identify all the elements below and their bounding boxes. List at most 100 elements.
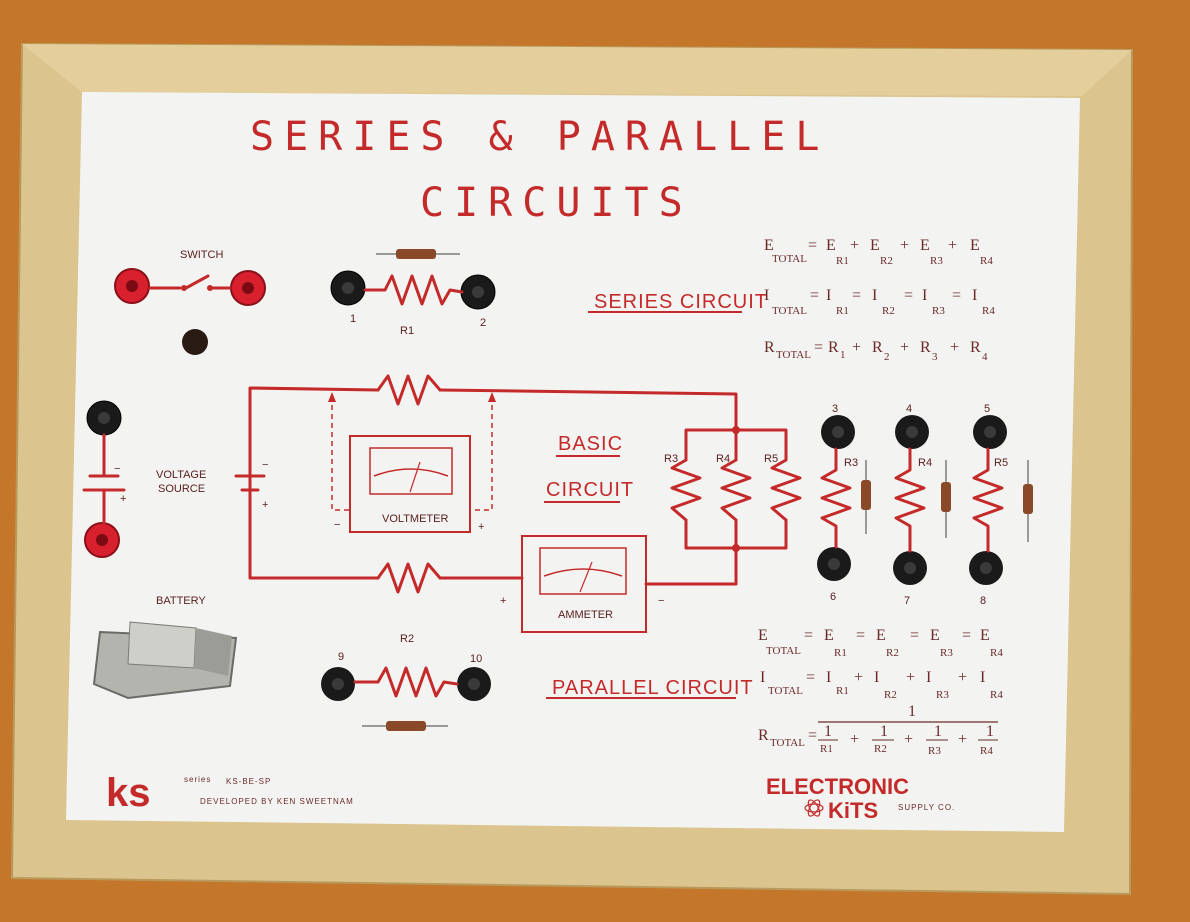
frame-top: [22, 44, 1132, 96]
svg-text:E: E: [764, 237, 774, 254]
svg-text:I: I: [826, 287, 831, 304]
svg-text:R3: R3: [930, 255, 943, 267]
switch-label: SWITCH: [180, 249, 223, 261]
series-circuit-label: SERIES CIRCUIT: [594, 291, 768, 313]
svg-text:R1: R1: [836, 255, 849, 267]
svg-text:+: +: [900, 339, 909, 356]
terminal-r5-label: R5: [994, 457, 1008, 469]
basic-resistor-top: [376, 374, 442, 406]
svg-text:TOTAL: TOTAL: [772, 253, 807, 265]
terminal-7-label: 7: [904, 595, 910, 607]
svg-text:R: R: [828, 339, 839, 356]
svg-text:=: =: [856, 627, 865, 644]
r2-component-resistor: [362, 721, 448, 731]
terminal-r5-symbol: [972, 447, 1004, 553]
svg-text:=: =: [810, 287, 819, 304]
switch-terminal-left[interactable]: [114, 268, 150, 304]
parallel-r3-label: R3: [664, 453, 678, 465]
svg-text:R2: R2: [880, 255, 893, 267]
svg-text:R: R: [758, 727, 769, 744]
electronic-logo: ELECTRONIC: [766, 774, 909, 799]
basic-circuit-wiring: [248, 386, 738, 586]
voltmeter: [349, 435, 471, 533]
terminal-1-label: 1: [350, 313, 356, 325]
svg-text:R1: R1: [836, 305, 849, 317]
component-resistor-r5: [1023, 460, 1033, 542]
ammeter-label: AMMETER: [558, 609, 613, 621]
r1-label: R1: [400, 325, 414, 337]
terminal-5-label: 5: [984, 403, 990, 415]
voltage-source-terminal-red[interactable]: [84, 522, 120, 558]
r1-component-resistor: [376, 249, 460, 259]
svg-text:=: =: [808, 237, 817, 254]
svg-text:=: =: [808, 727, 817, 744]
switch-symbol: [148, 274, 232, 290]
terminal-3-label: 3: [832, 403, 838, 415]
svg-text:R1: R1: [820, 743, 833, 755]
svg-text:E: E: [824, 627, 834, 644]
svg-text:=: =: [814, 339, 823, 356]
parallel-r4-symbol: [720, 458, 752, 522]
terminal-7[interactable]: [893, 551, 927, 585]
voltmeter-plus: +: [478, 521, 484, 533]
parallel-r3-symbol: [670, 458, 702, 522]
title-line-1: SERIES & PARALLEL: [250, 114, 829, 160]
basic-resistor-bottom: [376, 562, 442, 594]
svg-text:1: 1: [880, 723, 888, 740]
terminal-10-label: 10: [470, 653, 482, 665]
svg-text:I: I: [764, 287, 769, 304]
svg-text:E: E: [920, 237, 930, 254]
terminal-8[interactable]: [969, 551, 1003, 585]
atom-icon: [804, 799, 824, 817]
terminal-2[interactable]: [460, 274, 496, 310]
terminal-2-label: 2: [480, 317, 486, 329]
basic-label: BASIC: [558, 433, 623, 455]
white-panel: [66, 92, 1080, 832]
ks-logo: ks: [106, 771, 151, 815]
terminal-1[interactable]: [330, 270, 366, 306]
terminal-9[interactable]: [321, 667, 355, 701]
svg-text:TOTAL: TOTAL: [772, 305, 807, 317]
terminal-3[interactable]: [821, 415, 855, 449]
terminal-5[interactable]: [973, 415, 1007, 449]
voltmeter-leads: [331, 396, 493, 511]
svg-text:R4: R4: [990, 689, 1003, 701]
svg-text:R: R: [920, 339, 931, 356]
svg-text:R1: R1: [834, 647, 847, 659]
terminal-6[interactable]: [817, 547, 851, 581]
panel-hole: [182, 329, 208, 355]
terminal-4[interactable]: [895, 415, 929, 449]
svg-text:R4: R4: [980, 255, 993, 267]
switch-terminal-right[interactable]: [230, 270, 266, 306]
component-resistor-r4: [941, 460, 951, 538]
svg-text:2: 2: [884, 351, 890, 363]
r1-resistor-symbol: [363, 274, 464, 306]
svg-text:R3: R3: [940, 647, 953, 659]
vs-minus: −: [114, 463, 120, 475]
svg-text:R: R: [872, 339, 883, 356]
svg-text:E: E: [930, 627, 940, 644]
svg-text:4: 4: [982, 351, 988, 363]
svg-text:I: I: [874, 669, 879, 686]
svg-text:R: R: [764, 339, 775, 356]
svg-text:=: =: [804, 627, 813, 644]
series-text: series: [184, 775, 211, 784]
voltage-label-2: SOURCE: [158, 483, 205, 495]
svg-text:R3: R3: [936, 689, 949, 701]
battery-holder[interactable]: [92, 621, 238, 700]
svg-text:E: E: [876, 627, 886, 644]
svg-text:R2: R2: [886, 647, 899, 659]
parallel-r4-label: R4: [716, 453, 730, 465]
voltmeter-label: VOLTMETER: [382, 513, 448, 525]
svg-text:=: =: [806, 669, 815, 686]
parallel-r5-label: R5: [764, 453, 778, 465]
svg-text:1: 1: [908, 703, 916, 720]
voltage-source-terminal-black[interactable]: [86, 400, 122, 436]
svg-text:+: +: [850, 731, 859, 748]
basic-minus: −: [262, 459, 268, 471]
terminal-10[interactable]: [457, 667, 491, 701]
svg-text:1: 1: [824, 723, 832, 740]
